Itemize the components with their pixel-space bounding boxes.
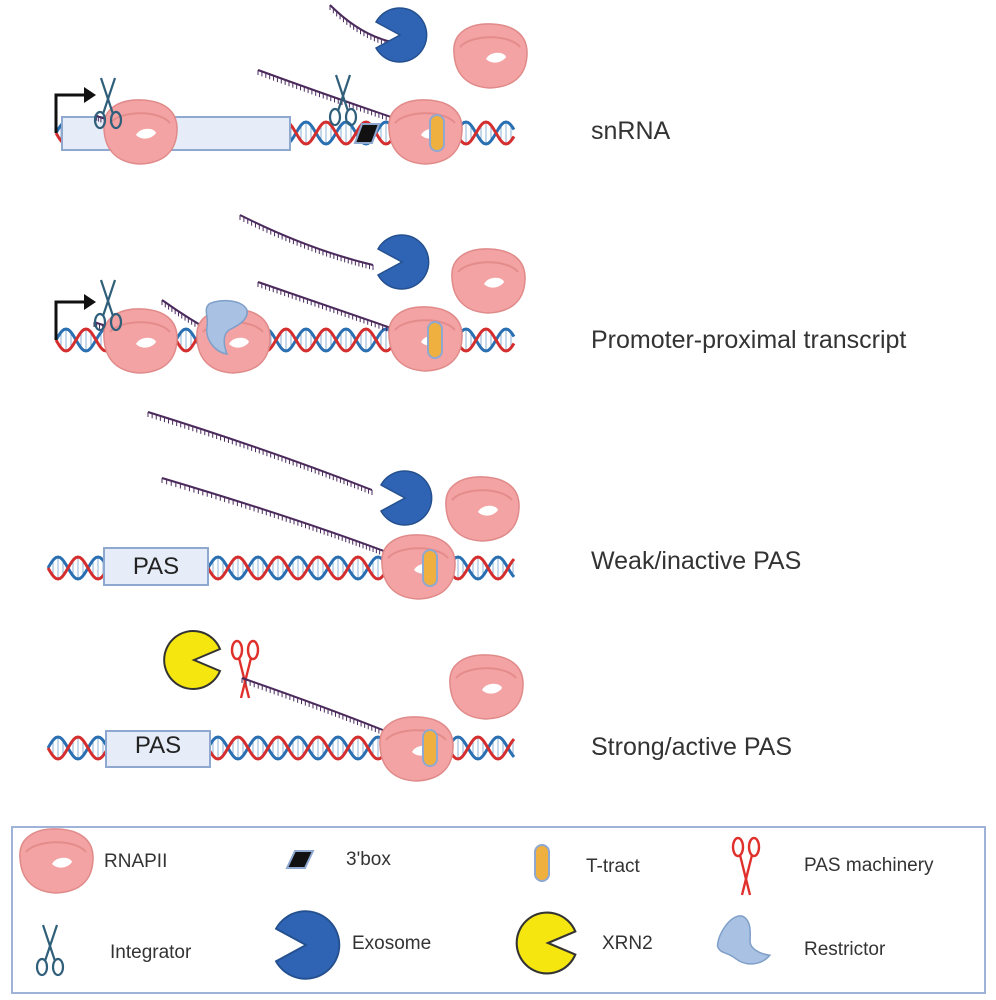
rnapii-icon — [378, 715, 455, 782]
legend-label-exosome: Exosome — [352, 933, 432, 954]
pas-box-label-strong: PAS — [134, 732, 182, 759]
rnapii-free-icon — [450, 247, 527, 314]
row-label-snrna: snRNA — [591, 117, 671, 145]
promoter-arrow-proximal — [54, 294, 96, 340]
row-label-strong-pas: Strong/active PAS — [591, 733, 793, 761]
rnapii-free-icon — [448, 653, 525, 720]
rnapii-icon — [380, 533, 457, 600]
legend-label-xrn2: XRN2 — [602, 933, 653, 954]
row-label-promoter-proximal: Promoter-proximal transcript — [591, 326, 907, 354]
legend-label-ttract: T-tract — [586, 856, 640, 877]
legend-3box-icon — [285, 850, 315, 869]
ttract-icon — [422, 549, 438, 587]
rnapii-free-icon — [452, 22, 529, 89]
pas-box-label-weak: PAS — [132, 553, 180, 580]
legend — [11, 826, 986, 994]
rnapii-icon — [102, 98, 179, 165]
rnapii-icon — [387, 98, 464, 165]
pas-box-weak — [103, 547, 209, 586]
exosome-icon — [377, 234, 430, 290]
xrn2-icon — [163, 630, 221, 690]
rnapii-icon — [102, 307, 179, 374]
rnapii-free-icon — [444, 475, 521, 542]
pas-box-strong — [105, 730, 211, 768]
legend-label-restrictor: Restrictor — [804, 939, 886, 960]
legend-label-3box: 3'box — [346, 849, 391, 870]
exosome-icon — [375, 7, 428, 63]
3box-icon — [353, 123, 381, 144]
ttract-icon — [427, 321, 443, 359]
ttract-icon — [429, 114, 445, 152]
legend-label-integrator: Integrator — [110, 942, 192, 963]
row-label-weak-pas: Weak/inactive PAS — [591, 547, 802, 575]
rnapii-icon — [387, 305, 464, 372]
rna-exosome-weak — [147, 411, 373, 495]
rna-exosome-proximal — [239, 214, 374, 270]
legend-label-pas-machinery: PAS machinery — [804, 855, 934, 876]
promoter-arrow-snrna — [54, 87, 96, 133]
legend-label-rnapii: RNAPII — [104, 851, 168, 872]
ttract-icon — [422, 729, 438, 767]
exosome-icon — [380, 470, 433, 526]
pas-machinery-icon — [230, 639, 260, 700]
